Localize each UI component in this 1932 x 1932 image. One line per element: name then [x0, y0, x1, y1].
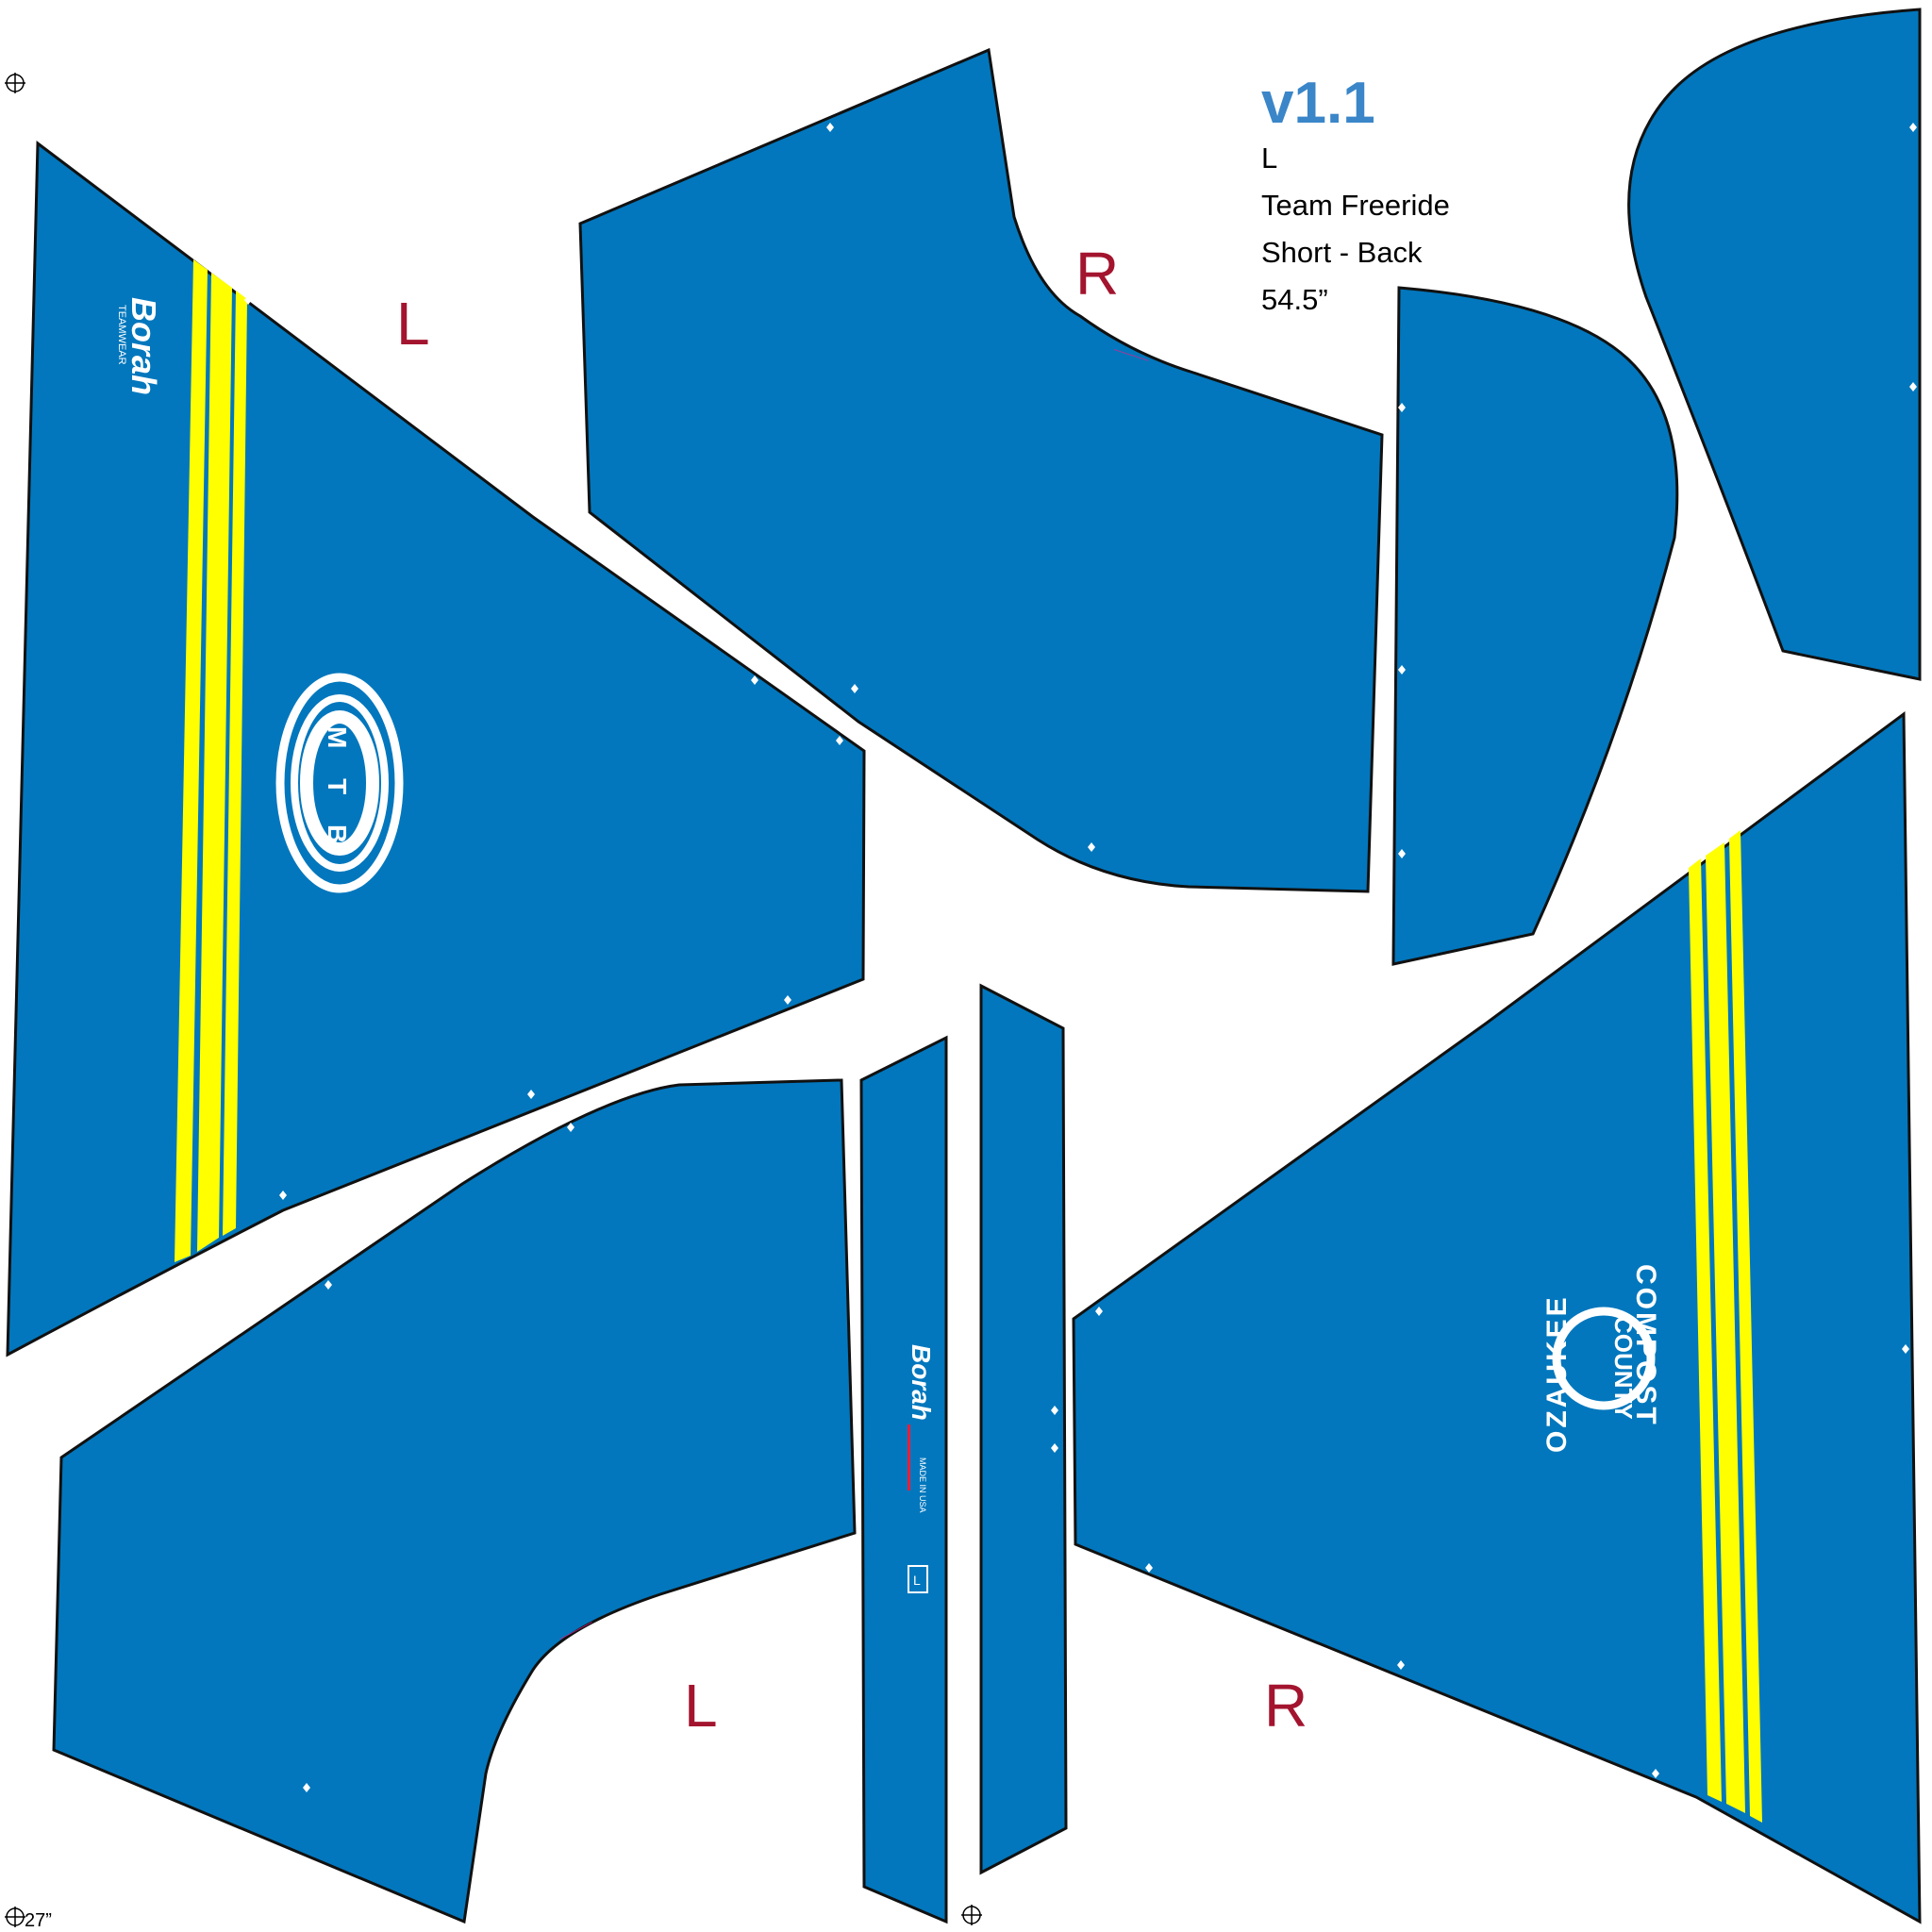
panel-right-top: ────── [578, 47, 1384, 893]
mtb-badge [275, 673, 404, 893]
side-label-right: R [1075, 240, 1119, 308]
yellow-stripe [1729, 830, 1762, 1823]
sheet-width-label: 27” [25, 1910, 52, 1931]
panel-shape [578, 47, 1384, 893]
version-label: v1.1 [1261, 71, 1375, 136]
panel-right-back: COUNTY OZAUKEE COMPOST [1072, 711, 1922, 1924]
mtb-badge-text: M T B [323, 726, 352, 855]
panel-shape [859, 1035, 948, 1924]
panel-shape [52, 1078, 857, 1924]
sponsor-outer-text-1: OZAUKEE [1541, 1294, 1573, 1453]
size-label: L [1261, 142, 1277, 175]
side-label-left: L [684, 1672, 718, 1740]
registration-crosshair-icon [961, 1905, 982, 1925]
panel-waistband-left: Borah MADE IN USA L [859, 1035, 948, 1924]
side-label-left: L [396, 290, 430, 358]
sponsor-outer-text-2: COMPOST [1630, 1264, 1661, 1427]
yellow-stripe [1689, 858, 1722, 1802]
panel-shape [1627, 8, 1922, 681]
yellow-stripe [197, 273, 232, 1252]
care-size-box [908, 1565, 928, 1593]
care-label-stripe [908, 1424, 910, 1491]
panel-waistband-right [979, 983, 1068, 1875]
borah-logo: Borah TEAMWEAR [116, 297, 163, 395]
panel-top-right [1627, 8, 1922, 681]
panel-shape [1391, 286, 1679, 966]
sponsor-logo [1552, 1307, 1656, 1410]
product-label: Team Freeride [1261, 189, 1450, 222]
yellow-stripe [1706, 842, 1745, 1813]
view-label: Short - Back [1261, 236, 1423, 269]
panel-side-gusset [1391, 286, 1679, 966]
notch-marks [244, 123, 1917, 1792]
panel-shape [979, 983, 1068, 1875]
svg-text:TEAMWEAR: TEAMWEAR [116, 305, 127, 365]
yellow-stripe [175, 259, 208, 1262]
care-size-text: L [913, 1573, 921, 1588]
panel-left-back: Borah TEAMWEAR M T B [6, 141, 866, 1357]
borah-logo: Borah [907, 1344, 936, 1421]
care-label-text: MADE IN USA [918, 1457, 927, 1513]
registration-crosshair-icon [5, 1907, 25, 1927]
registration-crosshair-icon [5, 73, 25, 93]
svg-text:Borah: Borah [907, 1344, 936, 1421]
length-label: 54.5” [1261, 283, 1328, 316]
sponsor-center-text: COUNTY [1609, 1316, 1638, 1420]
svg-text:Borah: Borah [125, 297, 163, 395]
side-label-right: R [1264, 1672, 1307, 1740]
yellow-stripe [223, 291, 247, 1236]
